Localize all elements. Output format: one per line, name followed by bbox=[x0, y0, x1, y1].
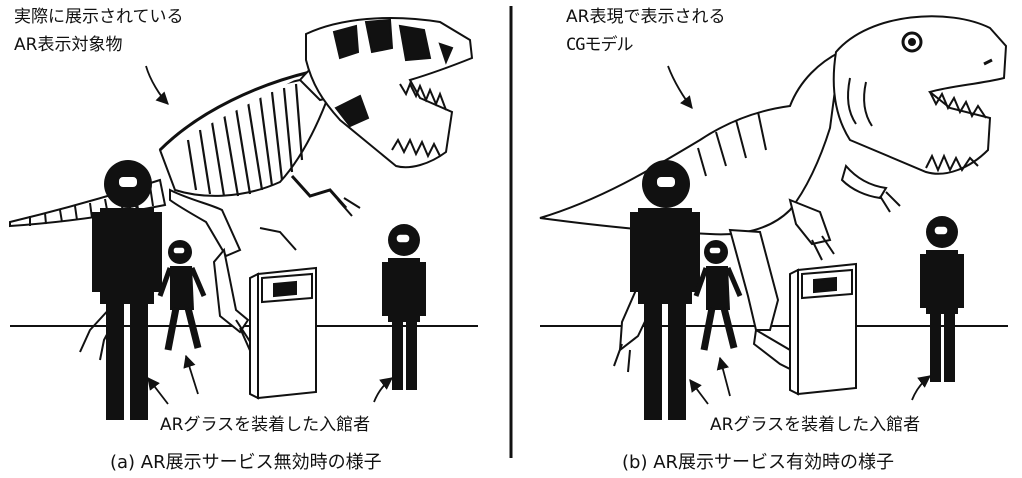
visitor-right-b bbox=[920, 216, 964, 382]
arrow-to-visitor-2 bbox=[183, 354, 199, 395]
visitor-small-b bbox=[693, 240, 743, 351]
label-visitor-b: ARグラスを装着した入館者 bbox=[710, 415, 921, 435]
visitor-large-b bbox=[630, 160, 700, 420]
callout-arrows-b bbox=[667, 65, 932, 405]
label-visitor-a: ARグラスを装着した入館者 bbox=[160, 415, 371, 435]
arrow-to-skeleton bbox=[145, 65, 169, 105]
visitor-large-a bbox=[92, 160, 162, 420]
kiosk-terminal-a bbox=[249, 266, 317, 400]
arrow-to-visitor-3 bbox=[373, 377, 394, 403]
visitor-right-a bbox=[382, 224, 426, 390]
panel-a bbox=[9, 17, 478, 420]
label-real-exhibit-line1: 実際に展示されている bbox=[14, 7, 184, 27]
arrow-to-visitor-b1 bbox=[689, 378, 709, 405]
callout-arrows-a bbox=[145, 65, 394, 405]
arrow-to-cg-model bbox=[667, 65, 693, 109]
arrow-to-visitor-1 bbox=[147, 377, 169, 405]
panel-b bbox=[539, 15, 1008, 420]
arrow-to-visitor-b2 bbox=[716, 356, 731, 397]
label-cg-model-line1: AR表現で表示される bbox=[566, 7, 726, 27]
label-real-exhibit-line2: AR表示対象物 bbox=[14, 35, 123, 55]
visitor-small-a bbox=[157, 240, 207, 351]
arrow-to-visitor-b3 bbox=[911, 375, 932, 401]
caption-a: (a) AR展示サービス無効時の様子 bbox=[110, 452, 382, 473]
kiosk-terminal-b bbox=[789, 262, 857, 396]
label-cg-model-line2: CGモデル bbox=[566, 35, 633, 55]
trex-cg-model bbox=[539, 15, 1008, 377]
caption-b: (b) AR展示サービス有効時の様子 bbox=[622, 452, 895, 473]
